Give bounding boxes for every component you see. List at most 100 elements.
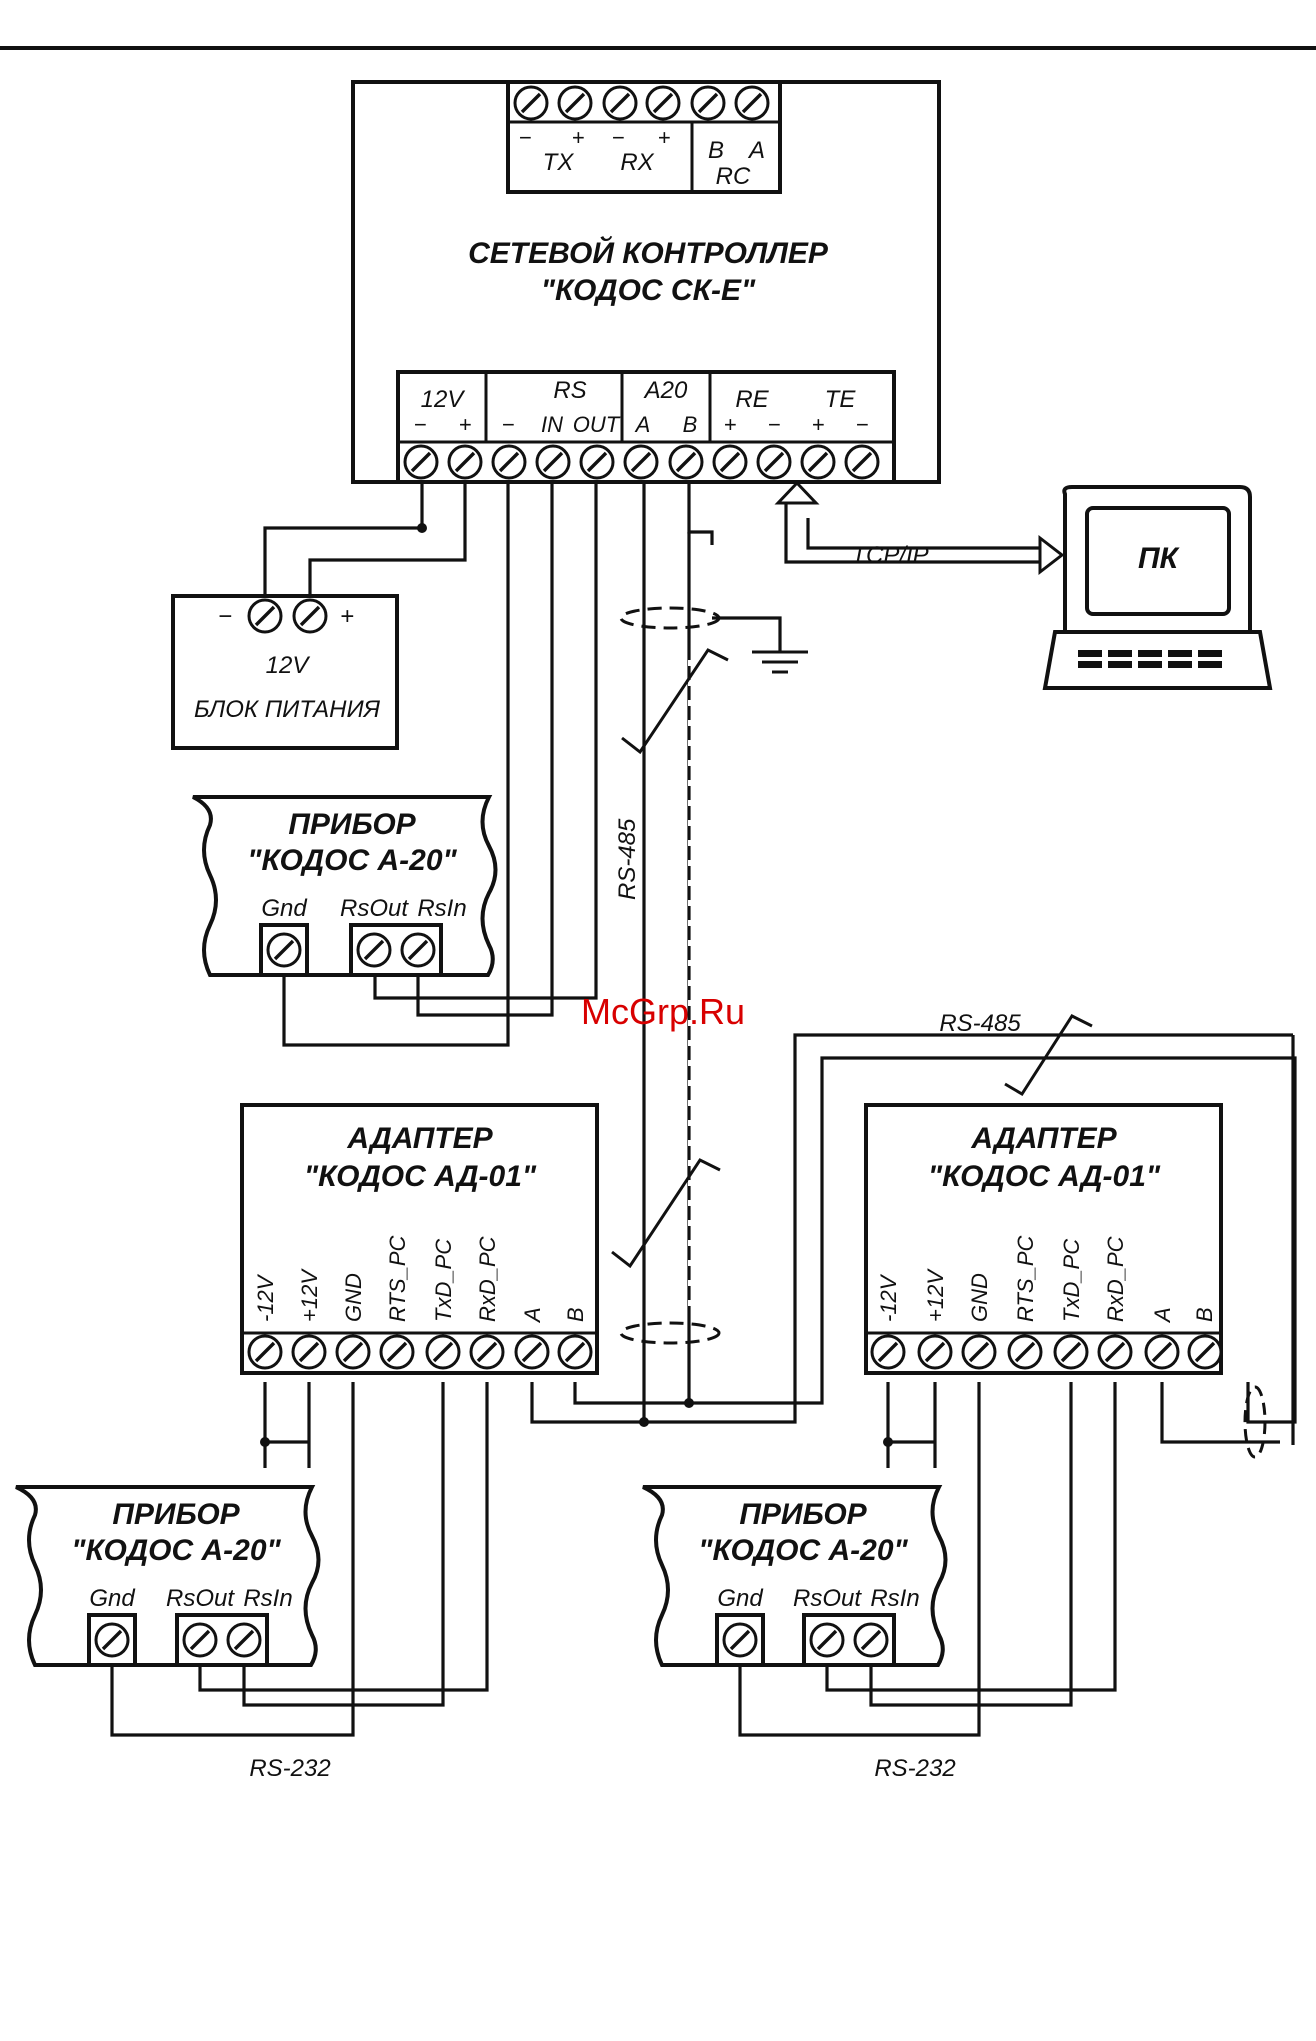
- watermark: McGrp.Ru: [581, 991, 745, 1032]
- adapter-1-terminals-screw-3: [335, 1334, 371, 1370]
- device-left-terminals-screw-1: [94, 1622, 130, 1658]
- controller-top-terminals-screw-4: [645, 85, 681, 121]
- device-top-terminals-screw-1: [266, 932, 302, 968]
- device-top-model: "КОДОС А-20": [247, 844, 457, 877]
- device-left-terminals-screw-3: [226, 1622, 262, 1658]
- controller-bottom-terminals-screw-2: [447, 444, 483, 480]
- rs232-label-right: RS-232: [874, 1755, 955, 1782]
- te-group-label: TE: [825, 386, 857, 413]
- psu-voltage: 12V: [266, 652, 311, 679]
- adapter-2-title: АДАПТЕР: [970, 1122, 1117, 1155]
- adapter-1-pin-12v-pos: +12V: [297, 1268, 322, 1322]
- adapter-1-pin-rts: RTS_PC: [385, 1235, 410, 1322]
- te-plus: +: [812, 412, 825, 437]
- re-plus: +: [724, 412, 737, 437]
- adapter-1-pin-a: A: [520, 1307, 545, 1324]
- adapter-2-terminals-screw-7: [1144, 1334, 1180, 1370]
- adapter-1-pin-b: B: [563, 1307, 588, 1322]
- tcpip-label: TCP/IP: [851, 542, 928, 569]
- controller-top-terminals-screw-5: [690, 85, 726, 121]
- re-minus: −: [768, 412, 781, 437]
- controller-bottom-terminals-screw-7: [668, 444, 704, 480]
- controller-bottom-terminals-screw-8: [712, 444, 748, 480]
- device-right-title: ПРИБОР: [739, 1498, 867, 1531]
- controller-top-terminals-screw-2: [557, 85, 593, 121]
- adapter-1-pin-12v-neg: -12V: [253, 1273, 278, 1322]
- adapter-1-pin-txd: TxD_PC: [431, 1239, 456, 1322]
- rs-group-label: RS: [553, 377, 586, 404]
- device-top-gnd-label: Gnd: [261, 895, 307, 922]
- controller-bottom-terminals-screw-9: [756, 444, 792, 480]
- adapter-1-terminals-screw-8: [557, 1334, 593, 1370]
- controller-top-terminals: [513, 85, 770, 121]
- device-right-gnd-label: Gnd: [717, 1585, 763, 1612]
- device-left-model: "КОДОС А-20": [71, 1534, 281, 1567]
- device-right-rsout-label: RsOut: [793, 1585, 862, 1612]
- network-controller: − + TX − + RX B A RC СЕТЕВОЙ КОНТРОЛЛЕР …: [351, 80, 941, 484]
- rs-out-label: OUT: [573, 412, 621, 437]
- adapter-2-pin-txd: TxD_PC: [1059, 1239, 1084, 1322]
- device-right-terminals-screw-1: [722, 1622, 758, 1658]
- device-right-terminals-screw-2: [809, 1622, 845, 1658]
- device-right-terminals-screw-3: [853, 1622, 889, 1658]
- adapter-2-pin-rxd: RxD_PC: [1103, 1236, 1128, 1322]
- adapter-2-terminals: [870, 1334, 1223, 1370]
- adapter-2-terminals-screw-2: [917, 1334, 953, 1370]
- device-a20-right: ПРИБОР "КОДОС А-20" Gnd RsOut RsIn: [642, 1485, 948, 1667]
- device-left-terminals: [94, 1622, 262, 1658]
- rx-minus: −: [612, 125, 625, 150]
- adapter-1-terminals-screw-7: [514, 1334, 550, 1370]
- device-right-rsin-label: RsIn: [870, 1585, 919, 1612]
- device-left-title: ПРИБОР: [112, 1498, 240, 1531]
- adapter-1-pin-gnd: GND: [341, 1273, 366, 1322]
- device-left-gnd-label: Gnd: [89, 1585, 135, 1612]
- power-plus: +: [459, 412, 472, 437]
- controller-bottom-terminals-screw-3: [491, 444, 527, 480]
- controller-title: СЕТЕВОЙ КОНТРОЛЛЕР: [468, 235, 829, 270]
- power-supply-terminals-screw-2: [292, 598, 328, 634]
- adapter-1-terminals: [247, 1334, 593, 1370]
- adapter-2-pin-a: A: [1150, 1307, 1175, 1324]
- device-top-terminals-screw-2: [356, 932, 392, 968]
- adapter-2-terminals-screw-6: [1097, 1334, 1133, 1370]
- adapter-1-terminals-screw-5: [425, 1334, 461, 1370]
- pc-label: ПК: [1138, 542, 1181, 575]
- power-minus: −: [414, 412, 427, 437]
- device-right-terminals: [722, 1622, 889, 1658]
- tx-label: TX: [543, 149, 575, 176]
- tx-minus: −: [519, 125, 532, 150]
- adapter-1-terminals-screw-6: [469, 1334, 505, 1370]
- a20-a-label: A: [634, 412, 651, 437]
- device-a20-left: ПРИБОР "КОДОС А-20" Gnd RsOut RsIn: [15, 1485, 321, 1667]
- device-right-model: "КОДОС А-20": [698, 1534, 908, 1567]
- controller-bottom-terminals-screw-4: [535, 444, 571, 480]
- controller-top-terminals-screw-3: [602, 85, 638, 121]
- rx-label: RX: [620, 149, 654, 176]
- psu-minus: −: [218, 603, 232, 630]
- adapter-2-terminals-screw-8: [1187, 1334, 1223, 1370]
- controller-bottom-terminals: [403, 444, 880, 480]
- device-top-rsin-label: RsIn: [417, 895, 466, 922]
- adapter-2-pin-12v-neg: -12V: [876, 1273, 901, 1322]
- adapter-2-pin-gnd: GND: [967, 1273, 992, 1322]
- shield-marks: [619, 606, 1267, 1459]
- a20-group-label: A20: [643, 377, 688, 404]
- adapter-1-terminals-screw-1: [247, 1334, 283, 1370]
- rs485-label-vertical: RS-485: [614, 818, 641, 900]
- adapter-1-pin-rxd: RxD_PC: [475, 1236, 500, 1322]
- adapter-2-terminals-screw-5: [1053, 1334, 1089, 1370]
- controller-bottom-terminals-screw-11: [844, 444, 880, 480]
- rc-a-label: A: [747, 137, 765, 164]
- device-left-rsin-label: RsIn: [243, 1585, 292, 1612]
- controller-bottom-terminals-screw-1: [403, 444, 439, 480]
- adapter-1-title: АДАПТЕР: [346, 1122, 493, 1155]
- adapter-2-pin-rts: RTS_PC: [1013, 1235, 1038, 1322]
- device-a20-top: ПРИБОР "КОДОС А-20" Gnd RsOut RsIn: [192, 795, 498, 977]
- power-supply-terminals-screw-1: [247, 598, 283, 634]
- controller-bottom-terminals-screw-6: [623, 444, 659, 480]
- rs-in-label: IN: [541, 412, 563, 437]
- adapter-2: АДАПТЕР "КОДОС АД-01" -12V +12V GND RTS_…: [864, 1103, 1223, 1375]
- re-group-label: RE: [735, 386, 769, 413]
- adapter-2-terminals-screw-1: [870, 1334, 906, 1370]
- adapter-1-terminals-screw-2: [291, 1334, 327, 1370]
